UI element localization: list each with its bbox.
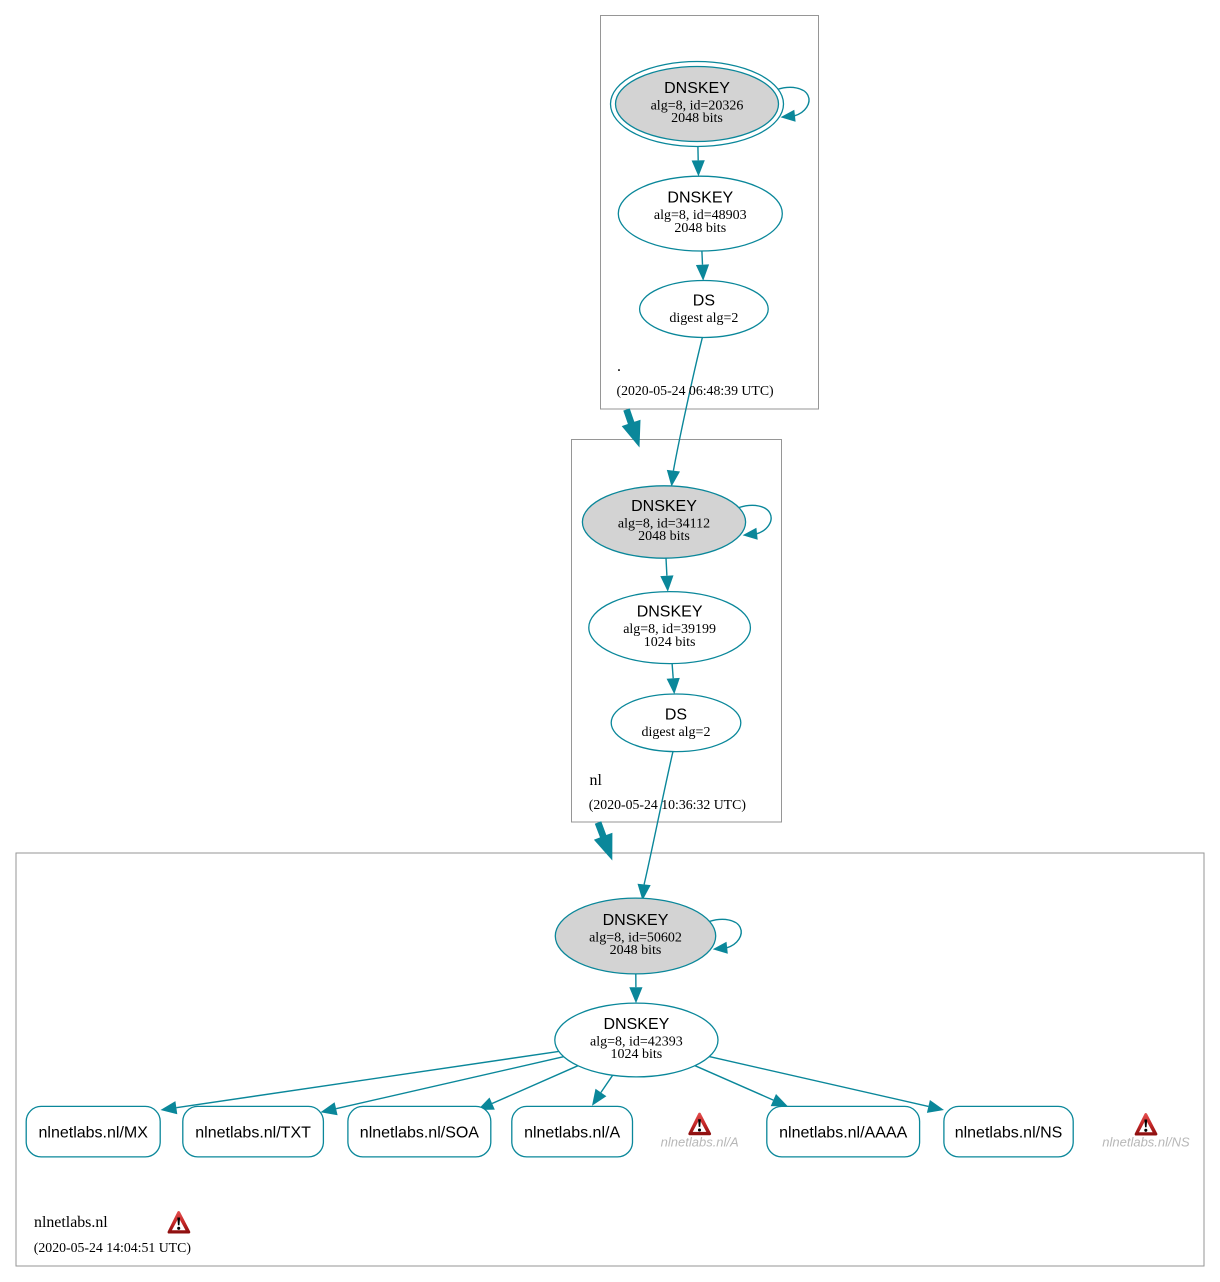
- svg-text:(2020-05-24 14:04:51 UTC): (2020-05-24 14:04:51 UTC): [34, 1240, 191, 1256]
- svg-text:digest alg=2: digest alg=2: [669, 311, 738, 326]
- svg-text:nlnetlabs.nl/MX: nlnetlabs.nl/MX: [39, 1125, 149, 1142]
- svg-text:alg=8, id=39199: alg=8, id=39199: [623, 622, 716, 637]
- svg-text:2048 bits: 2048 bits: [610, 943, 662, 958]
- svg-text:nl: nl: [590, 772, 603, 789]
- svg-text:1024 bits: 1024 bits: [644, 635, 696, 650]
- svg-text:DNSKEY: DNSKEY: [637, 604, 703, 621]
- svg-text:DS: DS: [693, 293, 715, 310]
- svg-text:nlnetlabs.nl/NS: nlnetlabs.nl/NS: [955, 1125, 1063, 1142]
- svg-text:2048 bits: 2048 bits: [638, 529, 690, 544]
- svg-text:alg=8, id=50602: alg=8, id=50602: [589, 931, 682, 946]
- svg-text:DNSKEY: DNSKEY: [604, 1016, 670, 1033]
- svg-text:.: .: [617, 358, 621, 375]
- svg-text:DNSKEY: DNSKEY: [631, 498, 697, 515]
- svg-text:2048 bits: 2048 bits: [671, 111, 723, 126]
- svg-text:alg=8, id=48903: alg=8, id=48903: [654, 208, 747, 223]
- svg-text:DNSKEY: DNSKEY: [667, 190, 733, 207]
- svg-text:alg=8, id=20326: alg=8, id=20326: [651, 99, 744, 114]
- svg-text:DS: DS: [665, 706, 687, 723]
- svg-text:nlnetlabs.nl: nlnetlabs.nl: [34, 1214, 108, 1231]
- svg-text:(2020-05-24 10:36:32 UTC): (2020-05-24 10:36:32 UTC): [589, 797, 746, 813]
- svg-text:nlnetlabs.nl/A: nlnetlabs.nl/A: [661, 1134, 739, 1149]
- svg-text:nlnetlabs.nl/SOA: nlnetlabs.nl/SOA: [360, 1125, 480, 1142]
- svg-text:DNSKEY: DNSKEY: [603, 912, 669, 929]
- svg-text:alg=8, id=42393: alg=8, id=42393: [590, 1035, 683, 1050]
- svg-text:alg=8, id=34112: alg=8, id=34112: [618, 517, 710, 532]
- svg-text:nlnetlabs.nl/AAAA: nlnetlabs.nl/AAAA: [779, 1125, 907, 1142]
- svg-text:1024 bits: 1024 bits: [611, 1047, 663, 1062]
- svg-text:nlnetlabs.nl/A: nlnetlabs.nl/A: [524, 1125, 620, 1142]
- svg-text:2048 bits: 2048 bits: [674, 221, 726, 236]
- svg-text:DNSKEY: DNSKEY: [664, 80, 730, 97]
- svg-text:(2020-05-24 06:48:39 UTC): (2020-05-24 06:48:39 UTC): [617, 383, 774, 399]
- svg-text:digest alg=2: digest alg=2: [642, 725, 711, 740]
- svg-text:nlnetlabs.nl/NS: nlnetlabs.nl/NS: [1102, 1134, 1190, 1149]
- svg-text:nlnetlabs.nl/TXT: nlnetlabs.nl/TXT: [195, 1125, 311, 1142]
